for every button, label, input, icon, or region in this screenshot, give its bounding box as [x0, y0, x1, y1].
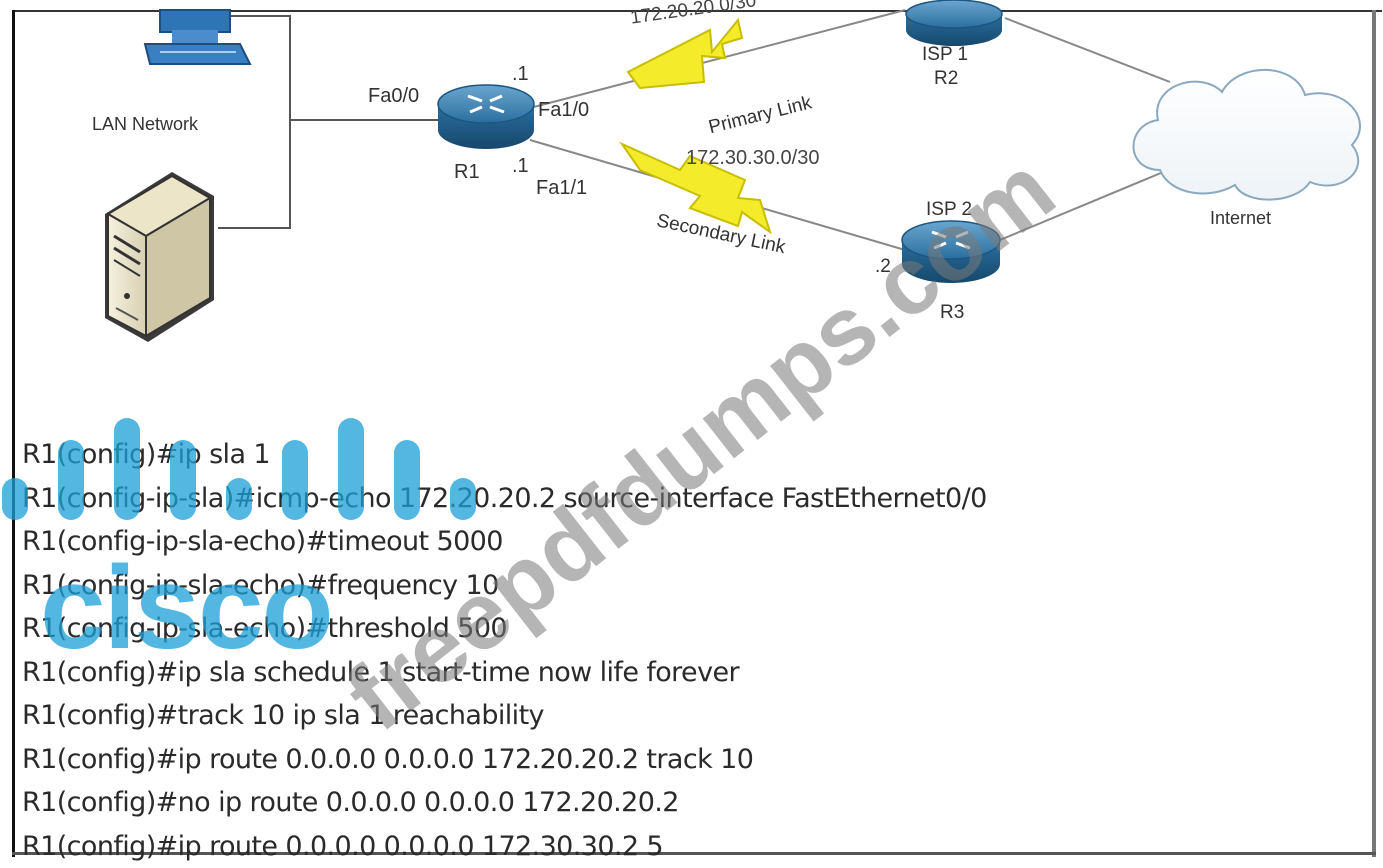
r1-label: R1: [454, 161, 480, 183]
links: [530, 10, 1180, 250]
config-line: R1(config)#ip route 0.0.0.0 0.0.0.0 172.…: [22, 825, 1352, 868]
r1-bottom-ip-label: .1: [512, 155, 529, 177]
config-line: R1(config-ip-sla-echo)#frequency 10: [22, 564, 1352, 608]
r2-label: R2: [934, 68, 958, 89]
r1-top-ip-label: .1: [512, 63, 529, 85]
lan-label: LAN Network: [92, 114, 199, 134]
internet-label: Internet: [1210, 208, 1271, 228]
fa1-0-label: Fa1/0: [538, 99, 589, 121]
pc-icon: [145, 10, 250, 64]
config-line: R1(config)#track 10 ip sla 1 reachabilit…: [22, 694, 1352, 738]
internet-cloud-icon: [1133, 70, 1360, 200]
isp2-label: ISP 2: [926, 199, 972, 220]
secondary-subnet-label: 172.30.30.0/30: [686, 147, 819, 169]
primary-link-bolt: [628, 20, 742, 88]
fa1-1-label: Fa1/1: [536, 177, 587, 199]
primary-link-label: Primary Link: [706, 92, 814, 138]
config-line: R1(config-ip-sla)#icmp-echo 172.20.20.2 …: [22, 477, 1352, 521]
lan-bracket: [218, 16, 440, 228]
fa0-0-label: Fa0/0: [368, 85, 419, 107]
config-line: R1(config-ip-sla-echo)#threshold 500: [22, 607, 1352, 651]
router-r2-icon: [906, 0, 1002, 46]
server-icon: [105, 172, 214, 342]
r3-ip-label: .2: [875, 256, 891, 277]
config-line: R1(config)#no ip route 0.0.0.0 0.0.0.0 1…: [22, 781, 1352, 825]
router-r1-icon: [438, 85, 534, 149]
config-line: R1(config)#ip sla 1: [22, 433, 1352, 477]
config-line: R1(config)#ip route 0.0.0.0 0.0.0.0 172.…: [22, 738, 1352, 782]
config-line: R1(config)#ip sla schedule 1 start-time …: [22, 651, 1352, 695]
config-listing: R1(config)#ip sla 1 R1(config-ip-sla)#ic…: [22, 433, 1352, 868]
isp1-label: ISP 1: [922, 44, 968, 65]
r3-label: R3: [940, 302, 964, 323]
router-r3-icon: [902, 221, 1000, 283]
config-line: R1(config-ip-sla-echo)#timeout 5000: [22, 520, 1352, 564]
